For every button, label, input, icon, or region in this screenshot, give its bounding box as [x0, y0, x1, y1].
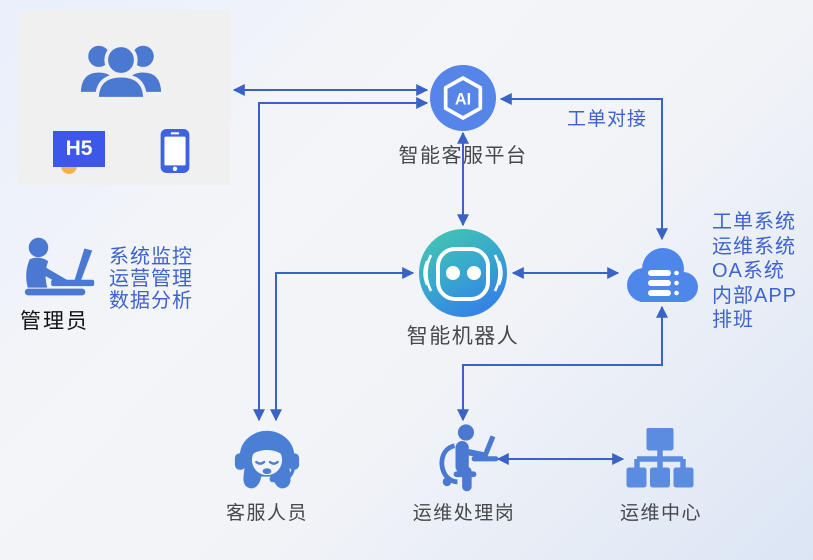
h5-badge: H5	[53, 131, 105, 167]
ai-platform-node: AI	[430, 65, 496, 131]
ops-handler-label: 运维处理岗	[412, 503, 516, 524]
smartphone-icon	[160, 129, 190, 173]
robot-label: 智能机器人	[406, 325, 520, 348]
cloud-server-icon	[627, 248, 698, 302]
ai-platform-label: 智能客服平台	[398, 145, 528, 167]
ai-icon-text: AI	[455, 91, 471, 109]
admin-label: 管理员	[20, 310, 89, 333]
system-item: 排班	[712, 309, 754, 331]
admin-function-item: 系统监控	[109, 246, 193, 268]
system-item: OA系统	[712, 260, 785, 282]
systems-list: 工单系统 运维系统 OA系统 内部APP 排班	[712, 210, 797, 333]
org-chart-icon	[626, 428, 694, 488]
admin-laptop-icon	[24, 237, 95, 296]
robot-icon	[419, 229, 507, 317]
work-order-link-label: 工单对接	[567, 109, 648, 130]
ops-center-label: 运维中心	[619, 503, 702, 524]
connector-ai-cloud-work-order	[499, 93, 668, 241]
users-group-icon	[78, 42, 164, 101]
connector-cloud-ops-handler	[457, 305, 668, 422]
connector-robot-service-agent	[270, 267, 415, 422]
system-item: 工单系统	[712, 211, 796, 233]
system-item: 运维系统	[712, 235, 796, 258]
admin-function-item: 运营管理	[109, 268, 193, 290]
system-item: 内部APP	[712, 284, 798, 307]
admin-function-item: 数据分析	[109, 290, 193, 312]
service-agent-label: 客服人员	[225, 503, 308, 524]
ai-hexagon-icon: AI	[443, 76, 483, 120]
ops-handler-icon	[439, 424, 499, 492]
connector-ai-service-agent	[253, 97, 429, 422]
headset-agent-icon	[234, 430, 300, 489]
admin-functions: 系统监控 运营管理 数据分析	[109, 246, 193, 312]
